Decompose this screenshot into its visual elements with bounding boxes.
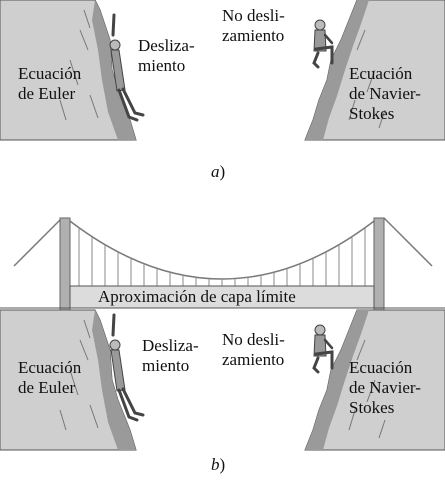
noslip-label-a: No desli-zamiento — [222, 6, 285, 45]
sitting-man-a — [312, 18, 334, 69]
slip-label-b: Desliza-miento — [142, 336, 199, 375]
noslip-label-b: No desli-zamiento — [222, 330, 285, 369]
bridge-label: Aproximación de capa límite — [98, 287, 296, 306]
caption-b: b) — [211, 455, 226, 474]
sitting-man-b — [312, 323, 334, 374]
suspension-bridge — [0, 217, 445, 313]
slip-label-a: Desliza-miento — [138, 36, 195, 75]
caption-a: a) — [211, 162, 226, 181]
